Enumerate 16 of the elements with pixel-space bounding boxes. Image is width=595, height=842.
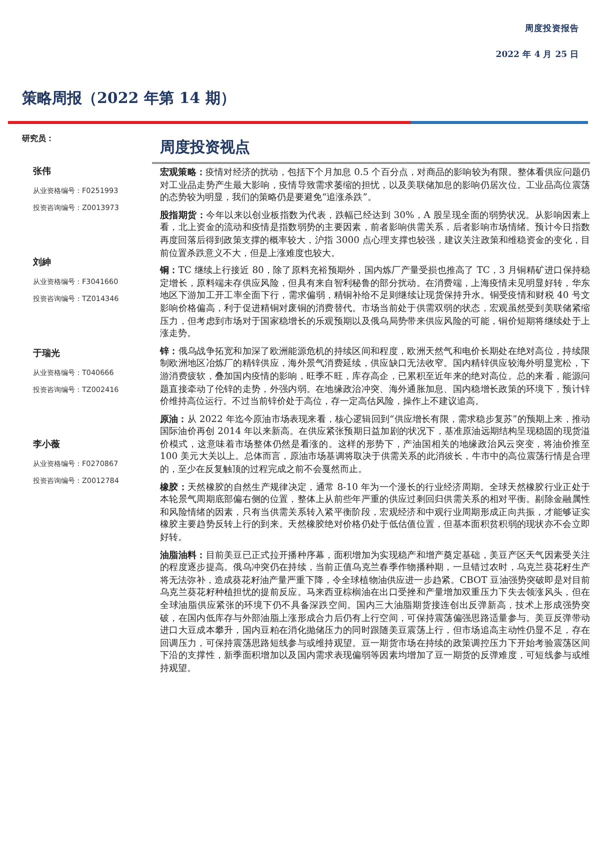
report-type: 周度投资报告 [525,23,579,35]
researcher-name: 刘紳 [33,256,52,269]
report-title: 策略周报（2022 年第 14 期） [22,89,236,108]
paragraph: 油脂油料：目前美豆已正式拉开播种序幕，面积增加为实现稳产和增产奠定基础，美豆产区天气因素受关注的程度逐步提高。俄乌冲突仍在持续，当前正值乌克兰春季作物播种期，一旦错过农时，乌克兰葵花籽生产将无法弥补，造成葵花籽油产量严重下降，令全球植物油供应进一步趋紧。CBOT 豆油强势突破即是对目前乌克兰葵花籽种植担忧的提前反应。马来西亚棕榈油在出口受挫和产量增加双重压力下失去领涨风头，但在全球油脂供应紧张的环境下仍不具备深跌空间。国内三大油脂期货接连创出反弹新高，技术上形成强势突破，在国内低库存与外部油脂上涨形成合力后仍有上行空间，可保持震荡偏强思路适量参与。美豆反弹带动进口大豆成本攀升，国内豆粕在消化抛储压力的同时跟随美豆震荡上行，但市场追高主动性仍显不足，存在回调压力，可保持震荡思路短线参与或维持观望。豆一期货市场在持续的政策调控压力下开始考验震荡区间下沿的支撑性，新季面积增加以及国内需求表现偏弱等因素均增加了豆一期货的反弹难度，可短线参与或维持观望。 [160,550,590,676]
paragraph: 原油：从 2022 年迄今原油市场表现来看，核心逻辑回到“供应增长有限，需求稳步复苏”的预期上来，推动国际油价再创 2014 年以来新高。在供应紧张预期日益加剧的状况下，基准原油远期结构呈现稳固的现货溢价模式，这意味着市场整体仍然是看涨的。这样的形势下，产油国相关的地缘政治风云突变，将油价推至 100 美元大关以上。总体而言，原油市场基调将取决于供需关系的此消彼长，牛市中的高位震荡行情是合理的，至少在反复触顶的过程完成之前不会戛然而止。 [160,414,590,477]
paragraph: 橡胶：天然橡胶的自然生产规律决定，通常 8-10 年为一个漫长的行业经济周期。全球天然橡胶行业正处于本轮景气周期底部偏右侧的位置，整体上从前些年严重的供应过剩回归供需关系的相对平衡。剔除金融属性和风险情绪的因素，只有当供需关系转入紧平衡阶段，宏观经济和中观行业周期形成正向共振，才能够证实橡胶主要趋势反转上行的到来。天然橡胶绝对价格仍处于低估值位置，但基本面积贫积弱的现状亦不会立即好转。 [160,482,590,545]
section-label: 研究员： [22,133,54,144]
section-heading: 周度投资视点 [160,138,250,157]
paragraph: 锌：俄乌战争拓宽和加深了欧洲能源危机的持续区间和程度，欧洲天然气和电价长期处在绝对高位，持续限制欧洲地区冶炼厂的精锌供应，海外景气消费延续，供应缺口无法收窄。国内精锌供应较海外明显宽松，下游消费疲软，叠加国内疫情的影响，旺季不旺，库存高企，已累积至近年来的绝对高位。总的来看，能源问题直接牵动了伦锌的走势，外强内弱。在地缘政治冲突、海外通胀加息、国内稳增长政策的环境下，预计锌价维持高位运行。不过当前锌价处于高位，存一定高估风险，操作上不建议追高。 [160,346,590,409]
researcher-name: 李小薇 [33,438,61,451]
researcher-name: 张伟 [33,165,52,178]
researcher-name: 于瑞光 [33,347,61,360]
report-date: 2022 年 4 月 25 日 [496,49,579,61]
paragraph: 股指期货：今年以来以创业板指数为代表，跌幅已经达到 30%，A 股呈现全面的弱势状况。从影响因素上看，北上资金的流动和疫情是指数弱势的主要因素，前者影响供需关系，后者影响市场情绪。预计今日指数再度回落后得到政策支撑的概率较大，沪指 3000 点心理支撑也较强，建议关注政策和维稳资金的变化，目前位置杀跌意义不大，但是上涨难度也较大。 [160,210,590,260]
paragraph: 铜：TC 继续上行接近 80，除了原料充裕预期外，国内炼厂产量受损也推高了 TC，3 月铜精矿进口保持稳定增长，原料端未存供应风险，但具有来自智利秘鲁的部分扰动。在消费端，上海疫情未见明显好转，华东地区下游加工开工率全面下行，需求偏弱，精铜补给不足则继续让现货保持升水。铜受疫情和财税 40 号文影响价格偏高，利于促进精铜对废铜的消费替代。市场当前处于供需双弱的状态，宏观虽然受到美联储紧缩压力，但考虑到市场对于国家稳增长的乐观预期以及俄乌局势带来供应风险的可能，铜价短期将继续处于上涨走势。 [160,265,590,341]
paragraph: 宏观策略：疫情对经济的扰动，包括下个月加息 0.5 个百分点，对商品的影响较为有限。整体看供应问题仍对工业品走势产生最大影响，疫情导致需求萎缩的担忧，以及美联储加息的影响仍居次位。工业品高位震荡的态势较为明显，我们的策略仍是要避免“追涨杀跌”。 [160,167,590,205]
